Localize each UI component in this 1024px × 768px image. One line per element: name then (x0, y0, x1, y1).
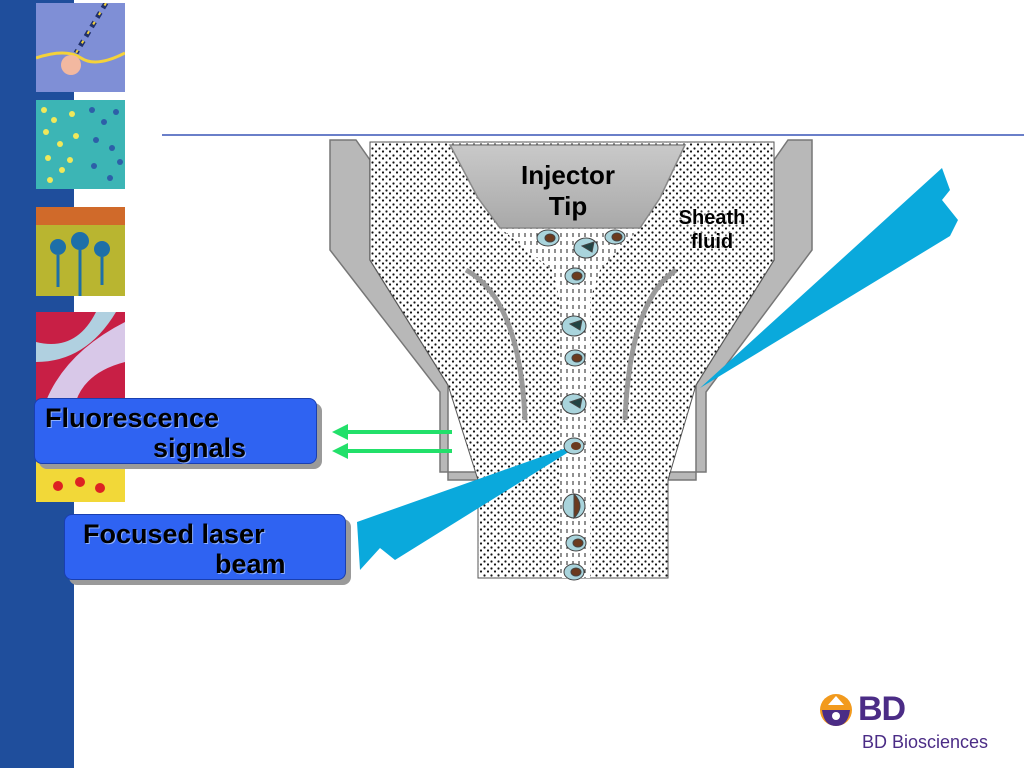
cell (565, 534, 587, 552)
company-name: BD Biosciences (862, 732, 989, 752)
thumbnail-neurons-image (36, 207, 125, 296)
laser-line1: Focused laser (83, 519, 265, 549)
injector-tip-label: Injector Tip (500, 160, 636, 222)
fluorescence-line2: signals (153, 433, 247, 463)
laser-line2: beam (215, 549, 286, 579)
thumbnail-cells-image (36, 100, 125, 189)
sheath-label-line2: fluid (690, 231, 734, 253)
cell (536, 229, 560, 247)
sheath-label-line1: Sheath (678, 207, 746, 229)
fluorescence-line1: Fluorescence (45, 403, 220, 433)
cell (604, 229, 626, 245)
cell (561, 393, 587, 415)
injector-label-line2: Tip (548, 191, 588, 222)
cell (563, 437, 585, 455)
fluorescence-arrows (332, 424, 452, 459)
injector-label-line1: Injector (521, 160, 615, 190)
cells (536, 229, 626, 581)
nozzle-wall-left (329, 139, 479, 481)
thumbnail-injection-image (36, 3, 125, 92)
cell (562, 492, 586, 520)
cell (564, 267, 586, 285)
fluorescence-signals-callout: Fluorescence signals (34, 398, 317, 464)
cell (573, 237, 599, 259)
bd-biosciences-logo: BD BD Biosciences (818, 690, 998, 760)
cell (563, 563, 585, 581)
laser-beam-focused (357, 446, 575, 570)
cell (564, 349, 586, 367)
bd-logo-text: BD (858, 690, 906, 728)
bd-logo-mark-icon (820, 694, 852, 726)
horizontal-rule (162, 134, 1024, 136)
laser-beam-upper (700, 168, 958, 388)
focused-laser-beam-callout: Focused laser beam (64, 514, 346, 580)
sheath-fluid-label: Sheath fluid (662, 206, 762, 254)
injector-tip (448, 144, 687, 229)
thumbnail-tissue-image (36, 312, 125, 401)
cell (561, 315, 587, 337)
